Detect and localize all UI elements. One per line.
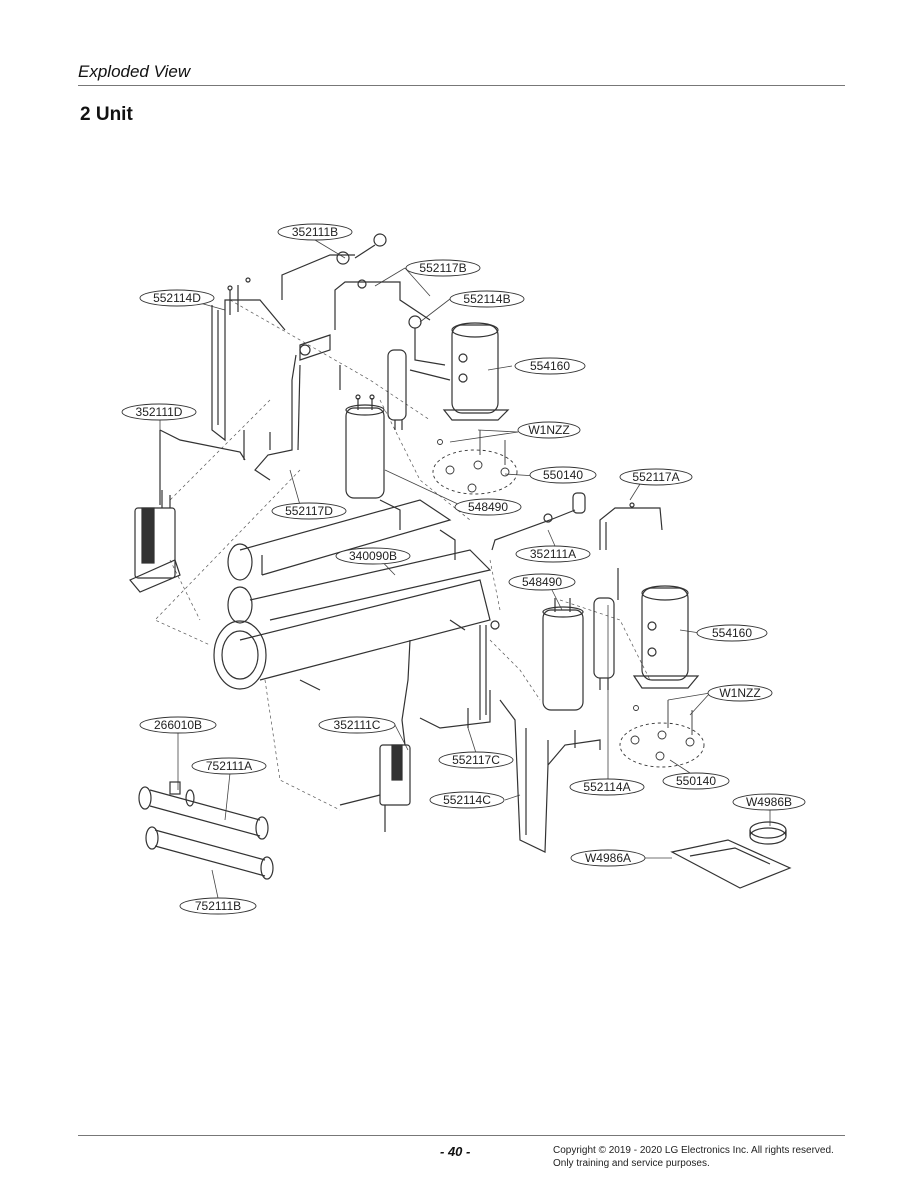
pipe-552114C — [499, 699, 601, 853]
label-W4986A: W4986A — [585, 851, 631, 865]
water-pipe-752111B — [145, 826, 274, 880]
receiver-552114A — [593, 568, 619, 690]
pipe-352111B — [281, 233, 387, 300]
label-552114A: 552114A — [583, 780, 630, 794]
compressor-554160-top — [442, 322, 510, 421]
label-552114B: 552114B — [463, 292, 510, 306]
label-266010B: 266010B — [154, 718, 202, 732]
heat-exchanger-340090B — [213, 499, 492, 691]
label-552117D: 552117D — [285, 504, 333, 518]
accumulator-548490-top — [345, 394, 385, 499]
label-352111A: 352111A — [530, 547, 576, 561]
header-divider — [78, 85, 845, 86]
copyright-notice: Copyright © 2019 - 2020 LG Electronics I… — [553, 1145, 834, 1169]
dashed-routing — [154, 299, 651, 811]
label-554160-mid: 554160 — [712, 626, 752, 640]
label-548490-top: 548490 — [468, 500, 508, 514]
label-352111B: 352111B — [292, 225, 338, 239]
pipe-352111D — [159, 429, 246, 505]
label-752111A: 752111A — [206, 759, 252, 773]
pipe-552114D — [211, 277, 286, 442]
mounting-550140-top — [432, 430, 518, 495]
label-550140-mid: 550140 — [676, 774, 716, 788]
pipe-552117B — [299, 279, 431, 361]
label-552117C: 552117C — [452, 753, 500, 767]
label-352111C: 352111C — [334, 718, 381, 732]
pipe-352111A — [491, 492, 586, 551]
base-plate-W4986A — [670, 839, 792, 889]
pipe-552111C — [339, 639, 411, 832]
label-552114D: 552114D — [153, 291, 201, 305]
label-352111D: 352111D — [136, 405, 183, 419]
label-752111B: 752111B — [195, 899, 241, 913]
label-W1NZZ-top: W1NZZ — [528, 423, 569, 437]
mounting-550140-mid — [619, 700, 705, 768]
compressor-554160-mid — [632, 585, 700, 689]
section-title: 2 Unit — [80, 104, 133, 125]
label-340090B: 340090B — [349, 549, 397, 563]
footer-divider — [78, 1135, 845, 1136]
label-552114C: 552114C — [443, 793, 491, 807]
label-550140-top: 550140 — [543, 468, 583, 482]
header-title: Exploded View — [78, 62, 191, 81]
pipe-552117D — [243, 354, 341, 481]
accumulator-548490-mid — [542, 598, 584, 711]
label-554160-top: 554160 — [530, 359, 570, 373]
pipe-552117A — [599, 502, 663, 550]
valve-assembly-left — [129, 490, 181, 593]
label-548490-mid: 548490 — [522, 575, 562, 589]
pipe-552117C — [419, 620, 500, 729]
cap-W4986B — [749, 821, 787, 845]
label-W1NZZ-mid: W1NZZ — [719, 686, 760, 700]
callout-bubbles — [121, 223, 806, 915]
label-W4986B: W4986B — [746, 795, 792, 809]
pipe-552114B — [408, 315, 451, 381]
page-number: - 40 - — [440, 1144, 471, 1159]
receiver-top — [387, 349, 407, 430]
label-552117A: 552117A — [632, 470, 679, 484]
label-552117B: 552117B — [419, 261, 466, 275]
water-pipe-752111A — [138, 781, 269, 840]
part-labels: 352111B 552117B 552114D 552114B 554160 3… — [136, 225, 792, 913]
